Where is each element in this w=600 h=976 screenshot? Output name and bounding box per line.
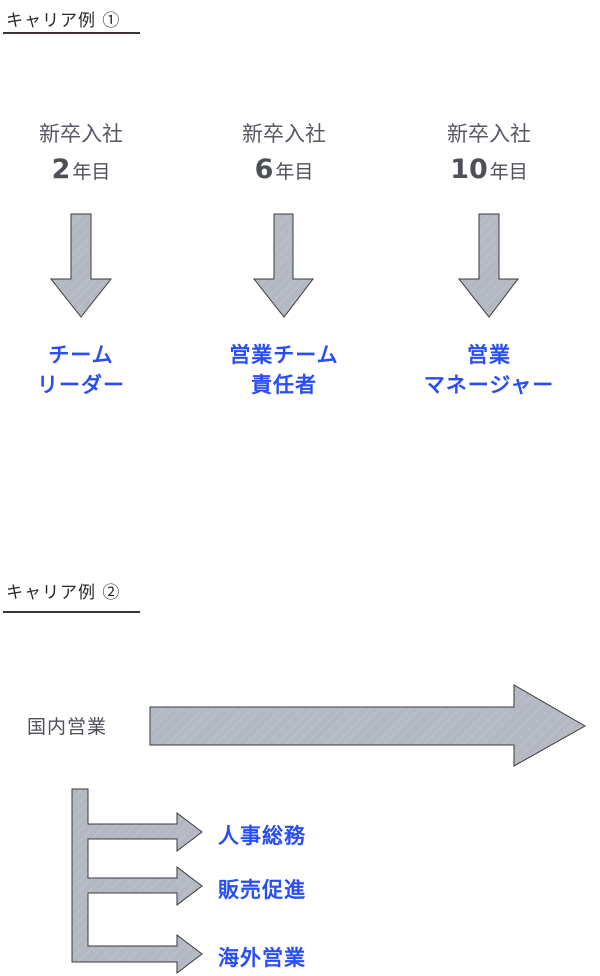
role-line-1: 営業チーム: [229, 343, 339, 367]
year-unit: 年目: [72, 161, 111, 183]
section-underline-2: [3, 611, 140, 613]
branch-label-overseas: 海外営業: [218, 946, 306, 970]
role-line-2: マネージャー: [423, 373, 555, 397]
section-underline-1: [3, 32, 140, 34]
year-number: 2: [51, 154, 71, 185]
step-label: 新卒入社: [242, 122, 326, 146]
year-unit: 年目: [489, 161, 528, 183]
role-line-1: 営業: [467, 343, 511, 367]
step-label: 新卒入社: [447, 122, 531, 146]
role-line-2: 責任者: [251, 373, 317, 397]
branch-label-hr: 人事総務: [218, 824, 306, 848]
down-arrow-icon: [49, 213, 113, 318]
main-track-label: 国内営業: [27, 716, 108, 738]
section-title-example-1: キャリア例 ①: [6, 11, 121, 31]
year-number: 10: [450, 154, 488, 185]
year-number: 6: [254, 154, 274, 185]
down-arrow-icon: [457, 213, 520, 318]
section-title-example-2: キャリア例 ②: [6, 583, 121, 603]
role-title: 営業 マネージャー: [389, 340, 589, 400]
step-label: 新卒入社: [39, 122, 123, 146]
branch-label-promotion: 販売促進: [218, 878, 306, 902]
role-line-2: リーダー: [37, 373, 125, 397]
branch-arrows-icon: [71, 788, 203, 975]
down-arrow-icon: [252, 213, 315, 318]
role-title: 営業チーム 責任者: [184, 340, 384, 400]
role-line-1: チーム: [48, 343, 114, 367]
right-arrow-icon: [149, 684, 587, 767]
year-unit: 年目: [275, 161, 314, 183]
role-title: チーム リーダー: [0, 340, 181, 400]
